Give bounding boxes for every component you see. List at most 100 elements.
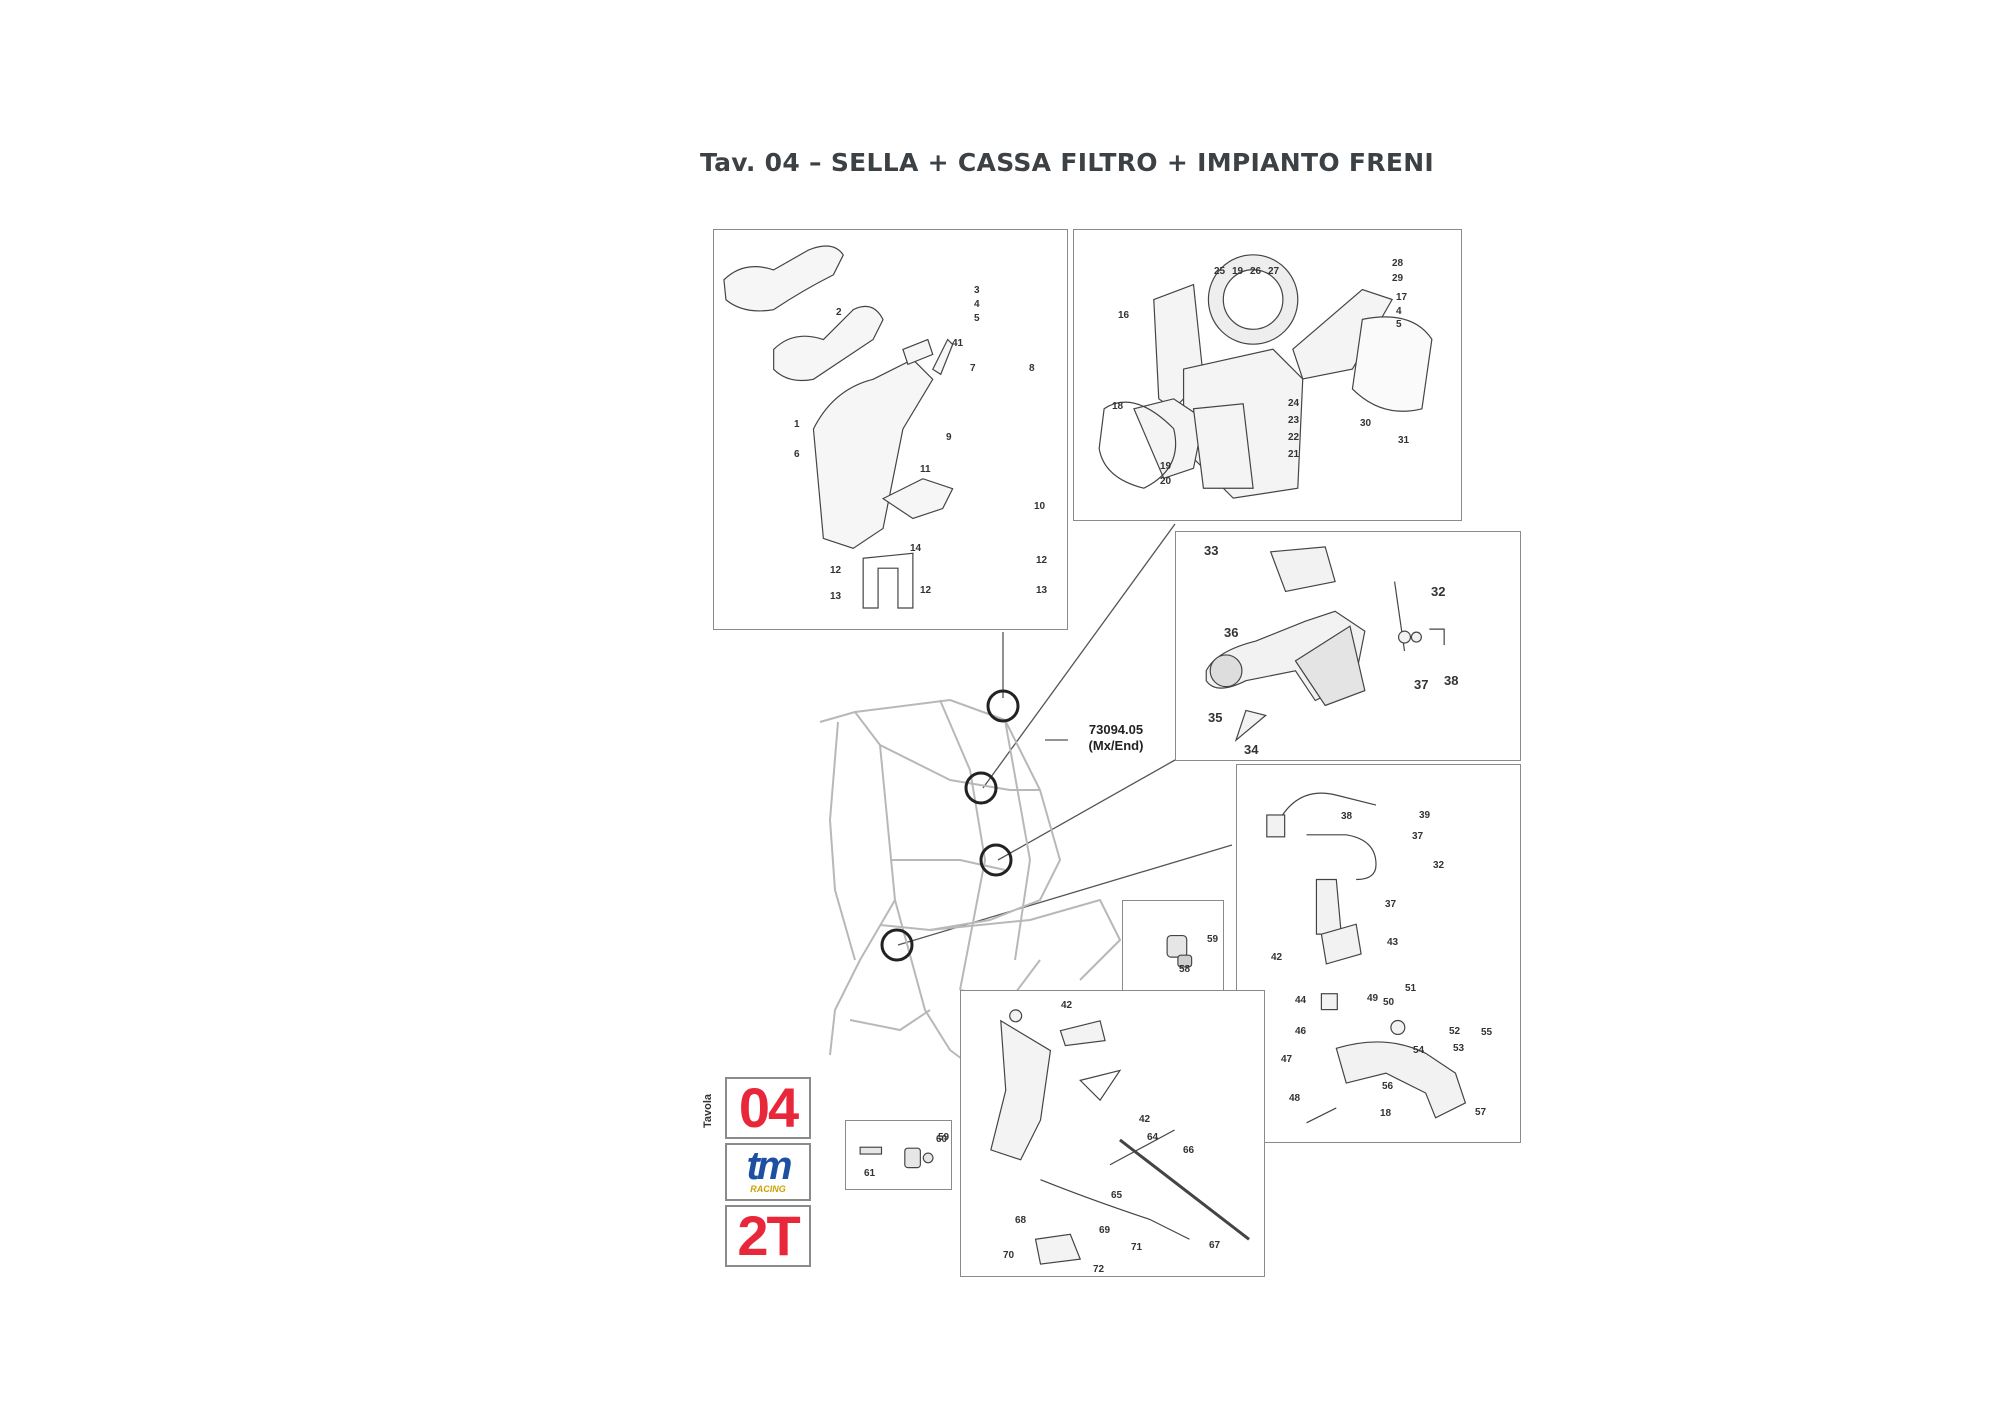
table-number: 04 [738,1076,799,1139]
callout-26: 26 [1250,266,1262,277]
part-variant: (Mx/End) [1088,738,1144,753]
callout-13: 13 [1036,585,1048,596]
callout-8: 8 [1029,363,1035,374]
callout-48: 48 [1289,1093,1301,1104]
callout-61: 61 [864,1168,876,1179]
callout-17: 17 [1396,292,1408,303]
callout-32: 32 [1433,860,1445,871]
callout-42: 42 [1061,1000,1073,1011]
callout-54: 54 [1413,1045,1425,1056]
callout-1: 1 [794,419,800,430]
callout-14: 14 [910,543,922,554]
panel-airbox: 25 19 26 27 28 29 16 17 4 5 18 24 23 22 … [1073,229,1462,521]
callout-25: 25 [1214,266,1226,277]
callout-58: 58 [1179,964,1191,975]
part-number-label: 73094.05 (Mx/End) [1071,722,1161,754]
callout-31: 31 [1398,435,1410,446]
callout-59: 59 [938,1132,950,1143]
callout-29: 29 [1392,273,1404,284]
callout-51: 51 [1405,983,1417,994]
callout-55: 55 [1481,1027,1493,1038]
engine-type: 2T [737,1204,800,1267]
callout-72: 72 [1093,1264,1105,1275]
callout-12b: 12 [830,565,842,576]
callout-65: 65 [1111,1190,1123,1201]
callout-39: 39 [1419,810,1431,821]
callout-49: 49 [1367,993,1379,1004]
callout-56: 56 [1382,1081,1394,1092]
panel-seat: 2 3 4 5 41 7 8 1 6 9 11 10 14 12 12 12 1… [713,229,1068,630]
callout-21: 21 [1288,449,1300,460]
callout-4: 4 [1396,306,1402,317]
callout-20: 20 [1160,476,1172,487]
callout-28: 28 [1392,258,1404,269]
callout-36: 36 [1224,625,1239,640]
brake-pump-icon [1266,792,1467,1124]
callout-66: 66 [1183,1145,1195,1156]
callout-60: 60 [936,1134,948,1145]
panel-rear-brake: 38 39 37 32 37 42 43 44 49 50 51 46 52 5… [1236,764,1521,1143]
callout-37b: 37 [1385,899,1397,910]
callout-4: 4 [974,299,980,310]
callout-37: 37 [1412,831,1424,842]
badge-stack: Tavola 04 tm RACING 2T [702,1077,815,1273]
callout-70: 70 [1003,1250,1015,1261]
brand-sub: RACING [750,1184,786,1194]
callout-37: 37 [1414,677,1429,692]
callout-16: 16 [1118,310,1130,321]
seat-part-icon [723,245,954,609]
callout-11: 11 [920,464,931,475]
callout-67: 67 [1209,1240,1221,1251]
callout-18: 18 [1380,1108,1392,1119]
tavola-label: Tavola [702,1093,715,1129]
callout-35: 35 [1208,710,1223,725]
callout-19b: 19 [1160,461,1172,472]
callout-41: 41 [952,338,964,349]
callout-12: 12 [1036,555,1048,566]
spacer-part-icon [859,1146,934,1169]
callout-19: 19 [1232,266,1244,277]
callout-9: 9 [946,432,952,443]
callout-22: 22 [1288,432,1300,443]
callout-33: 33 [1204,543,1219,558]
callout-18: 18 [1112,401,1124,412]
callout-69: 69 [1099,1225,1111,1236]
callout-52: 52 [1449,1026,1461,1037]
brake-caliper-icon [1205,546,1445,742]
callout-42b: 42 [1139,1114,1151,1125]
callout-24: 24 [1288,398,1300,409]
airbox-part-icon [1098,254,1433,499]
table-number-badge: 04 [725,1077,811,1139]
callout-7: 7 [970,363,976,374]
callout-57: 57 [1475,1107,1487,1118]
callout-27: 27 [1268,266,1280,277]
callout-34: 34 [1244,742,1259,757]
callout-12c: 12 [920,585,932,596]
callout-42: 42 [1271,952,1283,963]
callout-46: 46 [1295,1026,1307,1037]
callout-59: 59 [1207,934,1219,945]
callout-64: 64 [1147,1132,1159,1143]
callout-53: 53 [1453,1043,1465,1054]
callout-10: 10 [1034,501,1046,512]
part-number: 73094.05 [1088,722,1144,737]
panel-spacer: 59 60 61 [845,1120,952,1190]
callout-30: 30 [1360,418,1372,429]
callout-32: 32 [1431,584,1446,599]
footpeg-icon [990,1009,1250,1265]
callout-50: 50 [1383,997,1395,1008]
callout-44: 44 [1295,995,1307,1006]
callout-38: 38 [1341,811,1353,822]
engine-type-badge: 2T [725,1205,811,1267]
bushing-part-icon [1166,934,1193,968]
callout-5: 5 [974,313,980,324]
callout-47: 47 [1281,1054,1293,1065]
brand-logo-badge: tm RACING [725,1143,811,1201]
page-title: Tav. 04 – SELLA + CASSA FILTRO + IMPIANT… [700,148,1435,177]
callout-13b: 13 [830,591,842,602]
callout-3: 3 [974,285,980,296]
callout-23: 23 [1288,415,1300,426]
panel-caliper: 33 32 36 37 38 35 34 [1175,531,1521,761]
brand-logo-icon: tm [746,1144,793,1188]
callout-2: 2 [836,307,842,318]
